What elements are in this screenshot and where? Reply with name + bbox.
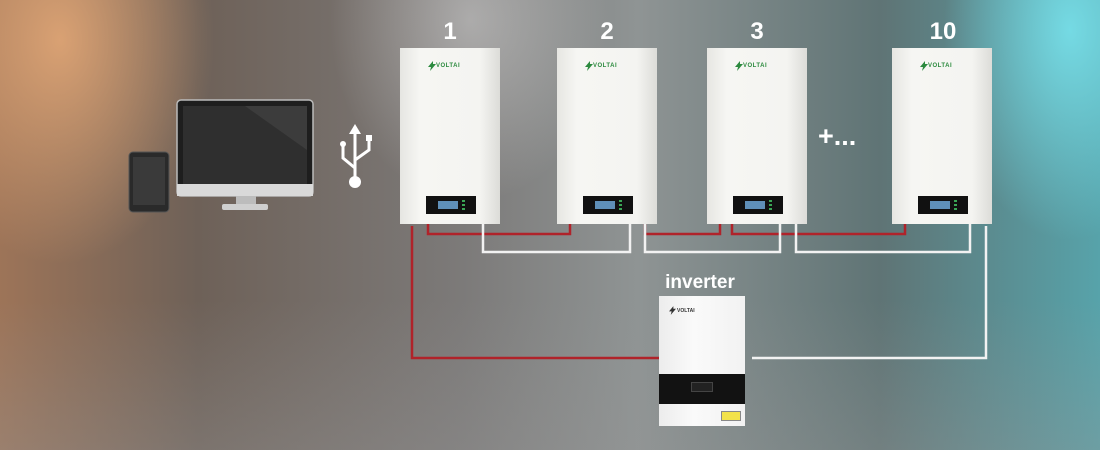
battery-display-panel (918, 196, 968, 214)
inverter-lcd (691, 382, 713, 392)
battery-number-3: 3 (750, 18, 764, 45)
status-led (462, 204, 465, 206)
tablet-icon (128, 151, 170, 213)
inverter-brand: VOLTAI (677, 308, 695, 314)
battery-brand: VOLTAI (593, 63, 618, 69)
battery-brand: VOLTAI (743, 63, 768, 69)
battery-number-2: 2 (600, 18, 614, 45)
battery-display-panel (426, 196, 476, 214)
status-led (954, 200, 957, 202)
red-wire-1-2 (426, 224, 572, 236)
status-led (462, 208, 465, 210)
bolt-icon (669, 306, 676, 315)
red-wire-to-inverter (410, 226, 659, 360)
warning-label (721, 411, 741, 421)
battery-module-2: VOLTAI (557, 48, 657, 224)
bolt-icon (428, 61, 436, 71)
lcd-screen (595, 201, 615, 209)
battery-number-10: 10 (929, 18, 957, 45)
white-wire-2-3 (643, 224, 782, 254)
battery-display-panel (583, 196, 633, 214)
lcd-screen (745, 201, 765, 209)
status-led (769, 204, 772, 206)
status-led (619, 200, 622, 202)
bolt-icon (585, 61, 593, 71)
status-led (462, 200, 465, 202)
white-wire-1-2 (481, 224, 632, 254)
battery-module-1: VOLTAI (400, 48, 500, 224)
desktop-monitor-icon (176, 99, 314, 210)
floor-gradient (0, 300, 1100, 450)
bolt-icon (920, 61, 928, 71)
bolt-icon (735, 61, 743, 71)
white-wire-to-inverter (752, 226, 988, 360)
status-led (619, 208, 622, 210)
white-wire-3-10 (794, 224, 972, 254)
lcd-screen (438, 201, 458, 209)
inverter-unit: VOLTAI (659, 296, 745, 426)
status-led (769, 200, 772, 202)
usb-icon (340, 124, 372, 188)
battery-brand: VOLTAI (928, 63, 953, 69)
red-wire-3-10 (730, 224, 907, 236)
status-led (954, 208, 957, 210)
battery-brand: VOLTAI (436, 63, 461, 69)
more-batteries-label: +... (818, 121, 857, 151)
battery-module-3: VOLTAI (707, 48, 807, 224)
status-led (619, 204, 622, 206)
status-led (954, 204, 957, 206)
battery-module-10: VOLTAI (892, 48, 992, 224)
red-wire-2-3 (643, 224, 722, 236)
status-led (769, 208, 772, 210)
battery-display-panel (733, 196, 783, 214)
inverter-label: inverter (665, 272, 735, 293)
lcd-screen (930, 201, 950, 209)
battery-number-1: 1 (443, 18, 457, 45)
